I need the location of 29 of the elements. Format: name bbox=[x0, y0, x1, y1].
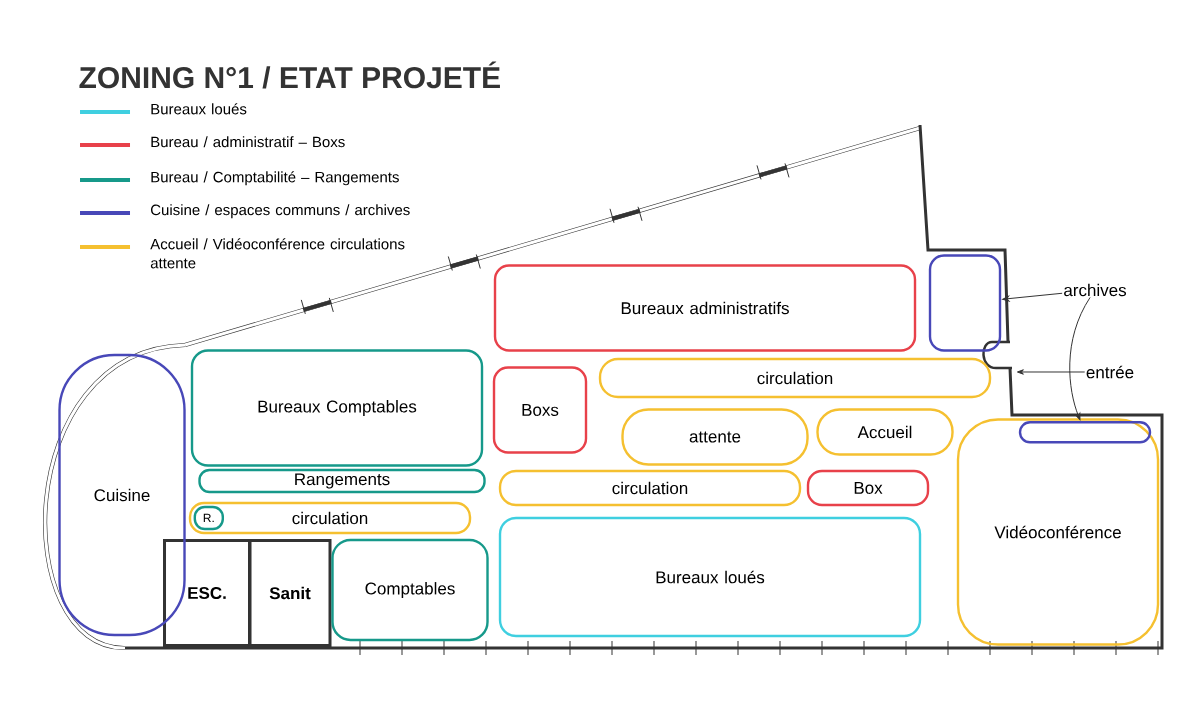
room-box: ESC. bbox=[163, 539, 251, 647]
archive-zone bbox=[928, 254, 1002, 352]
leader-arrow bbox=[1069, 296, 1091, 421]
zone-outline: circulation bbox=[598, 357, 992, 399]
zone-outline: Bureaux loués bbox=[498, 516, 922, 638]
zone-outline: Bureaux Comptables bbox=[190, 349, 484, 467]
legend-text: Bureaux loués bbox=[151, 103, 247, 115]
zone-outline: Accueil bbox=[816, 408, 954, 456]
title: ZONING N°1 / ETAT PROJETÉ bbox=[79, 61, 500, 89]
zone-outline: Comptables bbox=[331, 538, 489, 642]
legend-text: Accueil / Vidéoconférence circulations attente bbox=[150, 238, 405, 269]
archive-zone bbox=[1018, 421, 1152, 444]
callout-label: entrée bbox=[1086, 365, 1134, 379]
legend-text: Cuisine / espaces communs / archives bbox=[151, 204, 410, 219]
zone-outline: Rangements bbox=[198, 468, 486, 494]
zone-outline: R. bbox=[193, 505, 224, 531]
zone-outline: circulation bbox=[498, 469, 802, 507]
zone-outline: Boxs bbox=[492, 366, 588, 454]
zone-outline: attente bbox=[621, 408, 809, 466]
leader-arrow bbox=[1002, 292, 1063, 302]
zone-outline: Bureaux administratifs bbox=[493, 264, 917, 352]
leader-arrow bbox=[1016, 369, 1086, 375]
zone-outline: Vidéoconférence bbox=[956, 418, 1160, 646]
legend-text: Bureau / Comptabilité – Rangements bbox=[151, 171, 399, 186]
zone-outline: Box bbox=[806, 469, 930, 507]
callout-label: archives bbox=[1064, 283, 1127, 297]
legend-text: Bureau / administratif – Boxs bbox=[151, 136, 345, 148]
zone-outline: Cuisine bbox=[58, 353, 186, 637]
room-box: Sanit bbox=[248, 539, 332, 647]
